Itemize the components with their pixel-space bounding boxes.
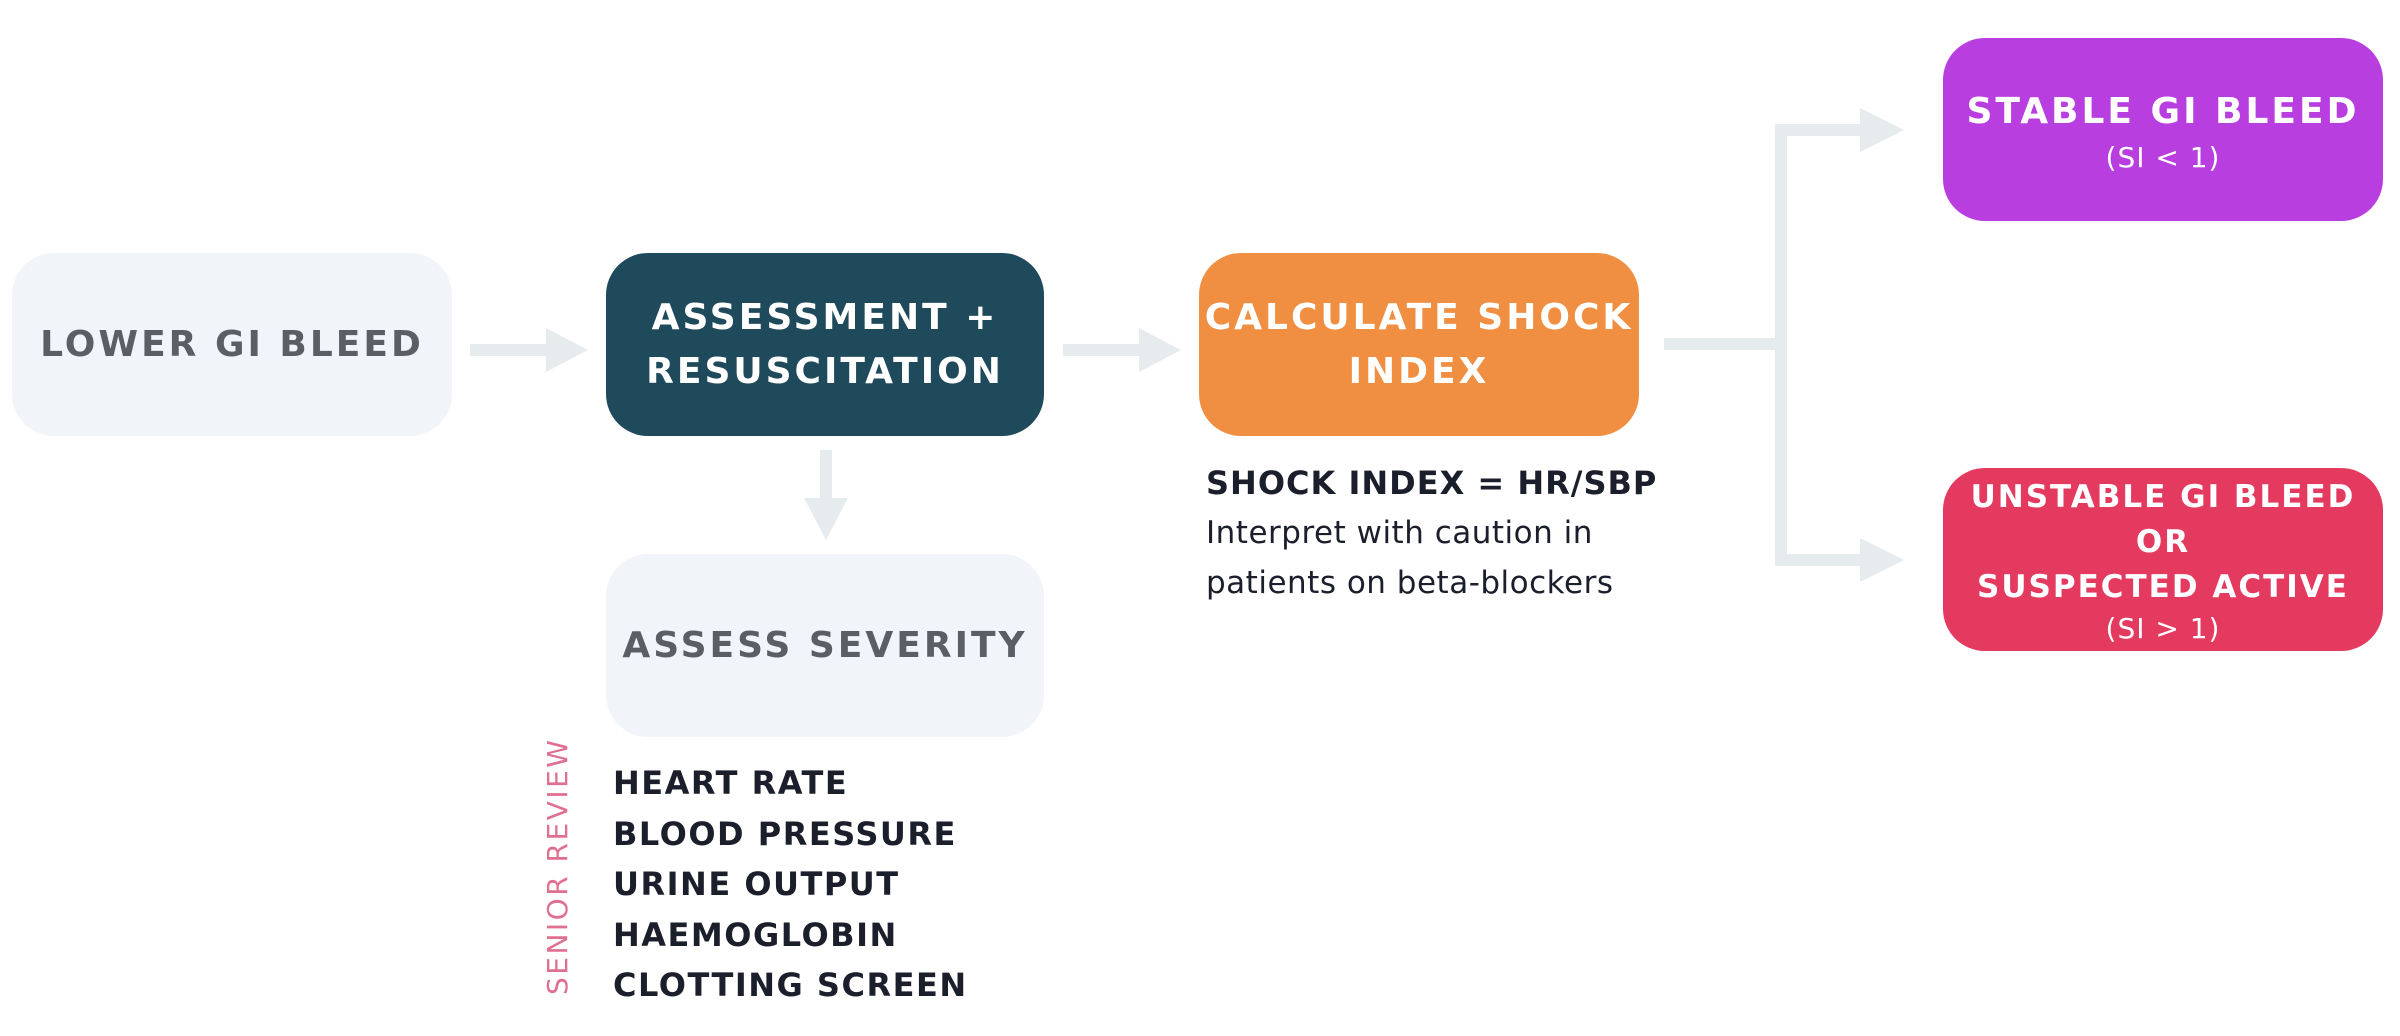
severity-item: URINE OUTPUT xyxy=(613,865,900,903)
node-lower-gi-bleed-title: LOWER GI BLEED xyxy=(40,323,424,365)
severity-item: HEART RATE xyxy=(613,764,849,802)
node-assessment-resuscitation: ASSESSMENT + RESUSCITATION xyxy=(606,253,1044,436)
severity-criteria-list: HEART RATE BLOOD PRESSURE URINE OUTPUT H… xyxy=(613,758,968,1011)
arrowhead-assessment xyxy=(546,328,588,372)
node-unstable-gi-bleed: UNSTABLE GI BLEED OR SUSPECTED ACTIVE (S… xyxy=(1943,468,2383,651)
arrowhead-severity xyxy=(804,498,848,540)
severity-item: CLOTTING SCREEN xyxy=(613,966,968,1004)
severity-item: HAEMOGLOBIN xyxy=(613,915,898,954)
node-lower-gi-bleed: LOWER GI BLEED xyxy=(12,253,452,436)
node-unstable-condition: (SI > 1) xyxy=(2105,611,2221,645)
node-stable-gi-bleed: STABLE GI BLEED (SI < 1) xyxy=(1943,38,2383,221)
shock-index-caution: Interpret with caution in patients on be… xyxy=(1206,515,1614,601)
node-assess-severity-title: ASSESS SEVERITY xyxy=(622,624,1028,666)
senior-review-label: SENIOR REVIEW xyxy=(541,737,574,996)
node-unstable-title: UNSTABLE GI BLEED OR SUSPECTED ACTIVE xyxy=(1970,478,2356,605)
arrowhead-shock xyxy=(1139,328,1181,372)
shock-index-formula: SHOCK INDEX = HR/SBP xyxy=(1206,464,1658,502)
node-assess-severity: ASSESS SEVERITY xyxy=(606,554,1044,737)
node-stable-condition: (SI < 1) xyxy=(2105,141,2221,174)
node-calculate-shock-index: CALCULATE SHOCK INDEX xyxy=(1199,253,1639,436)
arrowhead-unstable xyxy=(1860,538,1904,582)
shock-index-note: SHOCK INDEX = HR/SBP Interpret with caut… xyxy=(1206,458,1666,608)
node-stable-title: STABLE GI BLEED xyxy=(1966,91,2360,132)
node-calculate-shock-title: CALCULATE SHOCK INDEX xyxy=(1204,296,1634,392)
severity-item: BLOOD PRESSURE xyxy=(613,814,957,853)
node-assessment-title: ASSESSMENT + RESUSCITATION xyxy=(646,296,1004,392)
arrowhead-stable xyxy=(1860,108,1904,152)
